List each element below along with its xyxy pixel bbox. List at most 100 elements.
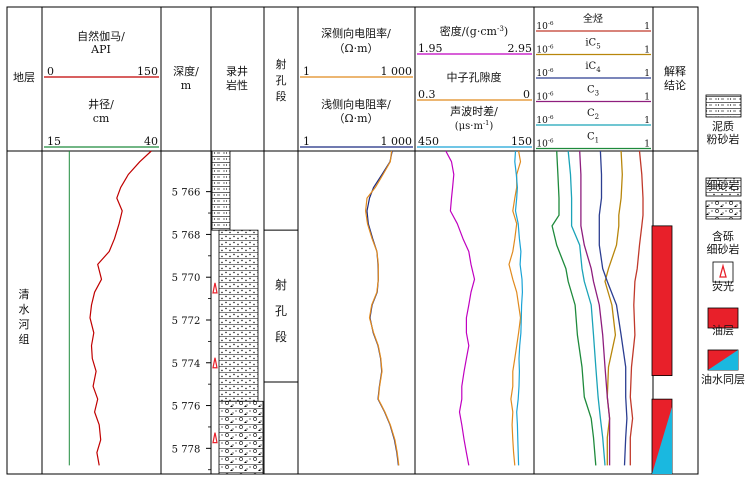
depth-tick-label: 5 770 <box>172 273 201 284</box>
deep-res-min: 1 <box>303 65 310 78</box>
legend-label: 泥质 <box>712 120 734 133</box>
depth-tick-label: 5 774 <box>172 359 201 370</box>
neutron-header: 中子孔隙度 <box>447 70 502 84</box>
gas-scale-min: 10-6 <box>536 115 553 126</box>
shallow-res-unit: （Ω·m） <box>333 112 378 125</box>
oil-layer-band <box>651 225 673 377</box>
gas-scale-max: 1 <box>644 93 650 103</box>
perforation-header-2: 孔 <box>276 74 287 87</box>
legend-label: 含砾 <box>712 229 734 243</box>
fluorescence-marker <box>212 282 218 294</box>
gas-track-label: C1 <box>587 132 599 145</box>
gas-scale-min: 10-6 <box>536 92 553 103</box>
caliper-unit: cm <box>93 112 110 125</box>
gas-scale-max: 1 <box>644 69 650 79</box>
gas-track-label: 全烃 <box>583 12 603 25</box>
lithology-header-2: 岩性 <box>226 78 248 92</box>
formation-name-char: 水 <box>19 303 30 316</box>
gamma-header: 自然伽马/ <box>77 29 125 43</box>
gas-track-label: iC4 <box>585 61 601 74</box>
gas-scale-min: 10-6 <box>536 68 553 79</box>
caliper-min: 15 <box>47 135 61 148</box>
formation-name-char: 组 <box>19 332 30 346</box>
sonic-header: 声波时差/ <box>450 104 498 118</box>
deep-res-header: 深侧向电阻率/ <box>321 26 391 40</box>
oil-water-layer-water-part <box>652 407 672 474</box>
caliper-header: 井径/ <box>88 97 114 111</box>
gas-scale-min: 10-6 <box>536 21 553 32</box>
shallow-res-min: 1 <box>303 135 310 148</box>
lithology-band <box>218 229 259 402</box>
gas-track-label: C2 <box>587 108 599 121</box>
shallow-res-header: 浅侧向电阻率/ <box>321 97 391 111</box>
gas-scale-max: 1 <box>644 116 650 126</box>
legend-label: 细砂岩 <box>707 242 740 256</box>
sonic-unit: (μs·m-1) <box>455 119 494 132</box>
perforation-header: 射 <box>276 57 287 71</box>
perforation-label-char: 孔 <box>275 304 287 318</box>
gas-track-label: C3 <box>587 85 599 98</box>
deep-res-max: 1 000 <box>381 65 413 78</box>
argillaceous-siltstone-pattern <box>705 94 742 118</box>
gamma-min: 0 <box>47 65 54 78</box>
neutron-max: 0 <box>523 88 530 101</box>
sonic-min: 450 <box>418 135 439 148</box>
perforation-header-3: 段 <box>276 89 287 103</box>
neutron-min: 0.3 <box>418 88 436 101</box>
depth-unit: m <box>181 79 192 92</box>
oil-layer-swatch <box>707 307 739 329</box>
legend-label: 粉砂岩 <box>707 132 740 146</box>
legend-label: 细砂岩 <box>707 178 740 192</box>
density-curve <box>445 150 476 466</box>
pebbly-fine-sandstone-pattern <box>705 200 742 220</box>
formation-header: 地层 <box>13 71 35 84</box>
gas-curve <box>551 150 597 466</box>
interp-header: 解释 <box>664 64 686 78</box>
legend-label: 油层 <box>712 323 734 337</box>
gamma-max: 150 <box>137 65 158 78</box>
oil-water-swatch-water <box>708 350 738 370</box>
fine-sandstone-pattern <box>705 177 742 197</box>
sonic-max: 150 <box>511 135 532 148</box>
fluorescence-icon-glyph <box>719 263 727 278</box>
gas-track-label: iC5 <box>585 38 600 51</box>
lithology-band <box>211 150 231 231</box>
gas-scale-min: 10-6 <box>536 45 553 56</box>
depth-tick-label: 5 768 <box>172 230 201 241</box>
depth-tick-label: 5 772 <box>172 316 201 327</box>
gas-curve <box>629 150 644 466</box>
deep-res-curve <box>365 150 400 466</box>
gas-scale-max: 1 <box>644 22 650 32</box>
caliper-max: 40 <box>144 135 158 148</box>
formation-name-char: 河 <box>19 318 30 331</box>
lithology-header: 录井 <box>226 64 248 78</box>
legend-label: 荧光 <box>712 279 734 293</box>
gas-curve <box>598 150 628 466</box>
density-max: 2.95 <box>508 42 533 55</box>
interp-header-2: 结论 <box>664 78 686 92</box>
gas-curve <box>604 150 623 466</box>
gamma-curve <box>89 150 152 466</box>
gamma-unit: API <box>90 43 111 56</box>
neutron-curve <box>508 150 522 466</box>
density-header: 密度/(g·cm-3) <box>440 24 508 38</box>
depth-header: 深度/ <box>173 64 199 78</box>
formation-name-char: 清 <box>19 288 30 301</box>
lithology-band <box>218 400 264 475</box>
fluorescence-icon <box>712 261 734 283</box>
shallow-res-max: 1 000 <box>381 135 413 148</box>
gas-curve <box>579 150 611 466</box>
gas-scale-min: 10-6 <box>536 139 553 150</box>
fluorescence-marker <box>212 432 218 444</box>
fluorescence-marker <box>212 357 218 369</box>
deep-res-unit: （Ω·m） <box>333 42 378 55</box>
perforation-label-char: 段 <box>275 329 287 344</box>
gas-scale-max: 1 <box>644 46 650 56</box>
perforation-label-char: 射 <box>275 277 287 292</box>
legend-label: 油水同层 <box>701 372 745 386</box>
depth-tick-label: 5 766 <box>172 188 201 199</box>
sonic-curve <box>514 150 524 466</box>
density-min: 1.95 <box>418 42 443 55</box>
gas-curve <box>567 150 606 466</box>
